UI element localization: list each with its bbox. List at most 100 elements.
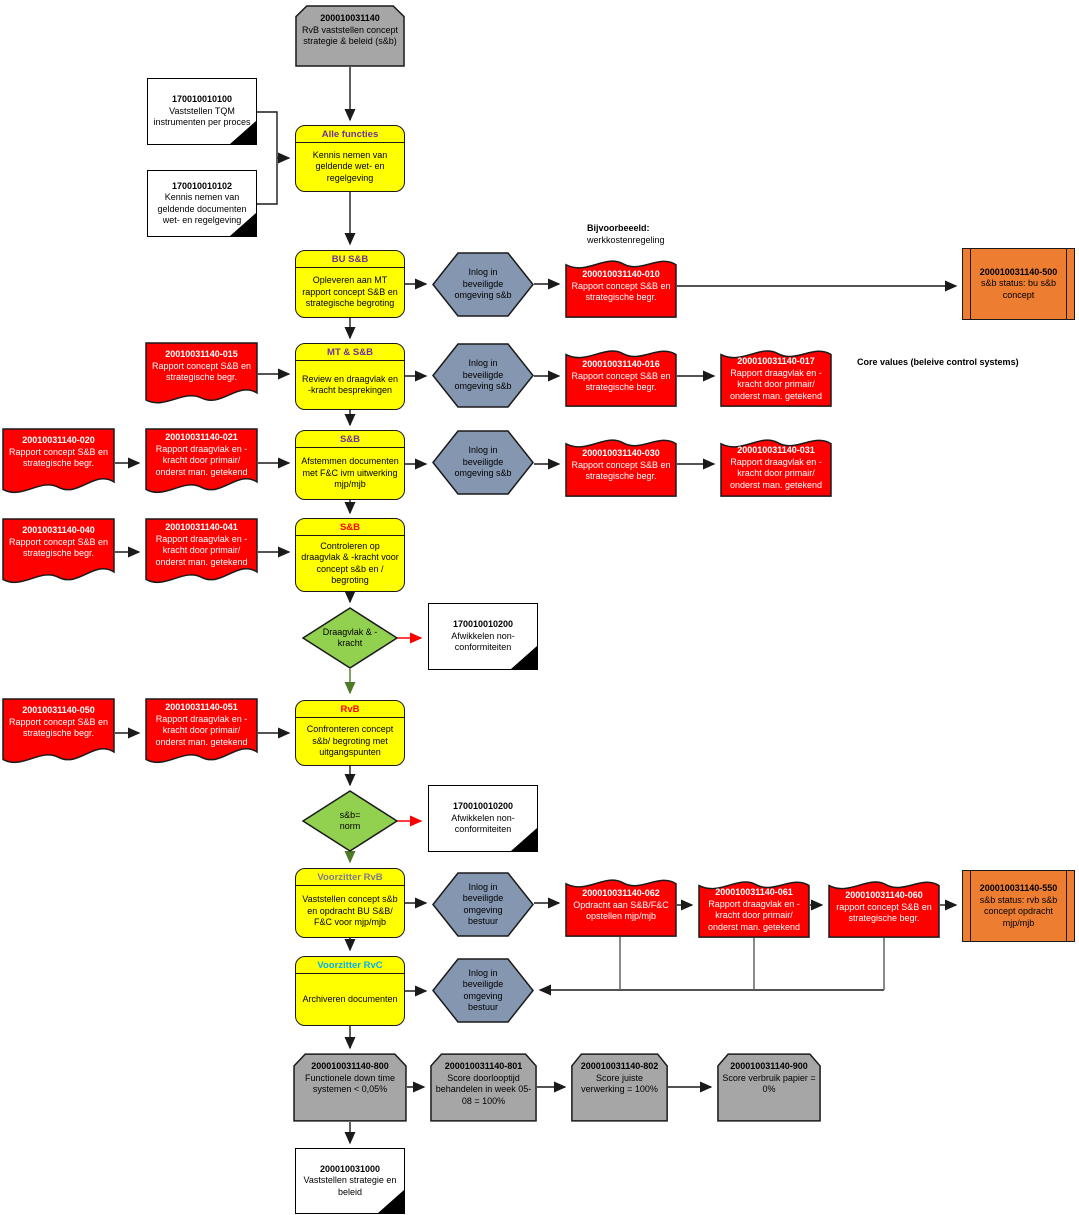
step-text: Opleveren aan MT rapport concept S&B en … bbox=[302, 275, 398, 309]
document-id: 200010031140-031 bbox=[737, 445, 815, 455]
hexagon-shape bbox=[432, 343, 534, 408]
status-id: 200010031140-500 bbox=[979, 266, 1058, 277]
ref-id: 170010010100 bbox=[171, 94, 233, 105]
login-hexagon-sb-3: Inlog in beveiligde omgeving s&b bbox=[432, 430, 534, 495]
document-text: Rapport concept S&B en strategische begr… bbox=[151, 360, 252, 383]
decision-draagvlak: Draagvlak & -kracht bbox=[302, 607, 398, 669]
kpi-id: 200010031140-802 bbox=[580, 1061, 659, 1071]
hexagon-shape bbox=[432, 252, 534, 317]
step-role: Voorzitter RvC bbox=[296, 957, 404, 974]
end-text: Vaststellen strategie en beleid bbox=[303, 1175, 397, 1197]
page-fold-icon bbox=[230, 121, 256, 144]
decision-text: s&b= bbox=[339, 809, 361, 820]
step-sb-afstemmen: S&B Afstemmen documenten met F&C ivm uit… bbox=[295, 430, 405, 500]
ref-text: Kennis nemen van geldende documenten wet… bbox=[157, 192, 247, 225]
start-text: RvB vaststellen concept strategie & bele… bbox=[301, 24, 399, 47]
diamond-shape bbox=[302, 607, 398, 669]
step-text: Vaststellen concept s&b en opdracht BU S… bbox=[302, 894, 398, 928]
document-id: 200010031140-017 bbox=[737, 356, 815, 366]
document-shape bbox=[565, 253, 677, 318]
document-text: Rapport draagvlak en - kracht door prima… bbox=[729, 456, 823, 490]
document-text: Rapport draagvlak en - kracht door prima… bbox=[155, 443, 248, 477]
document-shape bbox=[720, 432, 832, 497]
document-id: 200010031140-030 bbox=[582, 448, 660, 458]
document-shape bbox=[145, 518, 258, 590]
document-text: Opdracht aan S&B/F&C opstellen mjp/mjb bbox=[573, 899, 669, 922]
document-shape bbox=[698, 874, 810, 938]
document-shape bbox=[2, 428, 115, 500]
document-shape bbox=[565, 343, 677, 407]
status-id: 200010031140-550 bbox=[979, 883, 1058, 893]
login-hexagon-bestuur-2: Inlog in beveiligde omgeving bestuur bbox=[432, 958, 534, 1023]
kpi-text: Score juiste verwerking = 100% bbox=[581, 1072, 658, 1095]
ref-text: Afwikkelen non-conformiteiten bbox=[451, 630, 515, 653]
kpi-shape bbox=[293, 1053, 407, 1122]
step-text: Review en draagvlak en -kracht besprekin… bbox=[301, 373, 399, 396]
login-hexagon-sb-2: Inlog in beveiligde omgeving s&b bbox=[432, 343, 534, 408]
hexagon-shape bbox=[432, 430, 534, 495]
diamond-shape bbox=[302, 790, 398, 852]
start-id: 200010031140 bbox=[320, 13, 380, 23]
step-role: Voorzitter RvB bbox=[296, 869, 404, 886]
document-text: Rapport concept S&B en strategische begr… bbox=[8, 446, 109, 469]
login-hexagon-bestuur-1: Inlog in beveiligde omgeving bestuur bbox=[432, 872, 534, 937]
end-id: 200010031000 bbox=[319, 1163, 381, 1174]
document-shape bbox=[565, 432, 677, 497]
login-text: Inlog in beveiligde omgeving s&b bbox=[454, 445, 512, 479]
document-text: Rapport draagvlak en - kracht door prima… bbox=[707, 898, 801, 932]
step-role: RvB bbox=[296, 701, 404, 718]
annotation-title: Bijvoorbeeeld: bbox=[587, 223, 650, 233]
annotation-bijvoorbeeld: Bijvoorbeeeld: werkkostenregeling bbox=[587, 222, 707, 246]
kpi-text: Functionele down time systemen < 0,05% bbox=[304, 1072, 396, 1095]
step-role: S&B bbox=[296, 519, 404, 536]
login-hexagon-sb-1: Inlog in beveiligde omgeving s&b bbox=[432, 252, 534, 317]
hexagon-shape bbox=[432, 872, 534, 937]
hexagon-shape bbox=[432, 958, 534, 1023]
login-text: Inlog in beveiligde omgeving s&b bbox=[454, 267, 512, 301]
page-fold-icon bbox=[378, 1190, 404, 1213]
document-id: 20010031140-015 bbox=[165, 349, 238, 359]
step-rvb: RvB Confronteren concept s&b/ begroting … bbox=[295, 700, 405, 766]
document-shape bbox=[145, 698, 258, 770]
login-text: Inlog in beveiligde omgeving s&b bbox=[454, 358, 512, 392]
document-text: Rapport draagvlak en - kracht door prima… bbox=[155, 713, 248, 747]
annotation-core-values: Core values (beleive control systems) bbox=[857, 357, 1019, 367]
step-role: S&B bbox=[296, 431, 404, 448]
step-text: Archiveren documenten bbox=[302, 993, 398, 1004]
ref-id: 170010010200 bbox=[452, 801, 514, 812]
ref-id: 170010010200 bbox=[452, 619, 514, 630]
document-id: 20010031140-040 bbox=[22, 525, 95, 535]
kpi-shape bbox=[571, 1053, 668, 1122]
step-bu-sb: BU S&B Opleveren aan MT rapport concept … bbox=[295, 250, 405, 318]
document-id: 20010031140-051 bbox=[165, 702, 238, 712]
step-text: Confronteren concept s&b/ begroting met … bbox=[306, 724, 394, 758]
annotation-text: werkkostenregeling bbox=[587, 235, 665, 245]
decision-text: Draagvlak & - bbox=[322, 626, 378, 637]
kpi-text: Score doorlooptijd behandelen in week 05… bbox=[435, 1072, 532, 1106]
login-text: Inlog in beveiligde omgeving bestuur bbox=[462, 881, 504, 927]
document-text: rapport concept S&B en strategische begr… bbox=[836, 901, 932, 924]
document-id: 200010031140-016 bbox=[582, 359, 660, 369]
document-shape bbox=[145, 428, 258, 500]
document-shape bbox=[2, 518, 115, 590]
document-id: 20010031140-050 bbox=[22, 705, 95, 715]
